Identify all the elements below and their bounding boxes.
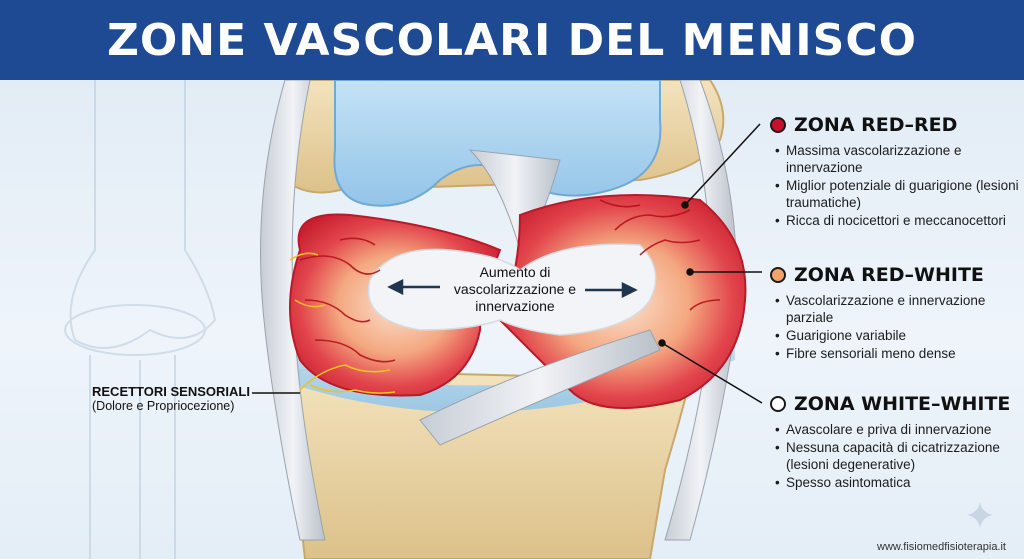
zone-list: Vascolarizzazione e innervazione parzial… bbox=[770, 292, 1020, 362]
blood-vessels bbox=[299, 199, 721, 363]
zone-header: ZONA RED–WHITE bbox=[770, 264, 1020, 286]
list-item: Guarigione variabile bbox=[775, 327, 1020, 344]
zone-title: ZONA WHITE–WHITE bbox=[794, 393, 1011, 415]
receptors-subtitle: (Dolore e Propriocezione) bbox=[92, 399, 235, 413]
zone-title: ZONA RED–RED bbox=[794, 114, 958, 136]
white-white-zone bbox=[367, 243, 657, 336]
sensory-nerves bbox=[289, 252, 396, 394]
center-arrows bbox=[387, 278, 638, 299]
list-item: Ricca di nocicettori e meccanocettori bbox=[775, 212, 1020, 229]
page-title: ZONE VASCOLARI DEL MENISCO bbox=[106, 14, 918, 66]
knee-illustration bbox=[64, 80, 763, 559]
list-item: Avascolare e priva di innervazione bbox=[775, 421, 1020, 438]
zone-red-white: ZONA RED–WHITE Vascolarizzazione e inner… bbox=[770, 264, 1020, 363]
zone-red-red: ZONA RED–RED Massima vascolarizzazione e… bbox=[770, 114, 1020, 230]
center-label: Aumento di vascolarizzazione e innervazi… bbox=[453, 264, 577, 314]
title-banner: ZONE VASCOLARI DEL MENISCO bbox=[0, 0, 1024, 80]
zone-list: Massima vascolarizzazione e innervazione… bbox=[770, 142, 1020, 229]
list-item: Fibre sensoriali meno dense bbox=[775, 345, 1020, 362]
salmon-dot-icon bbox=[770, 267, 786, 283]
receptors-title: RECETTORI SENSORIALI bbox=[92, 384, 250, 399]
transverse-ligament bbox=[419, 329, 661, 446]
zone-white-white: ZONA WHITE–WHITE Avascolare e priva di i… bbox=[770, 393, 1020, 492]
list-item: Vascolarizzazione e innervazione parzial… bbox=[775, 292, 1020, 326]
zone-header: ZONA WHITE–WHITE bbox=[770, 393, 1020, 415]
receptors-label: RECETTORI SENSORIALI (Dolore e Proprioce… bbox=[92, 384, 292, 413]
sparkle-icon bbox=[967, 502, 993, 528]
list-item: Miglior potenziale di guarigione (lesion… bbox=[775, 177, 1020, 211]
zone-header: ZONA RED–RED bbox=[770, 114, 1020, 136]
zone-list: Avascolare e priva di innervazione Nessu… bbox=[770, 421, 1020, 491]
list-item: Spesso asintomatica bbox=[775, 474, 1020, 491]
background-skeleton bbox=[64, 80, 217, 559]
red-dot-icon bbox=[770, 117, 786, 133]
list-item: Massima vascolarizzazione e innervazione bbox=[775, 142, 1020, 176]
zone-title: ZONA RED–WHITE bbox=[794, 264, 984, 286]
list-item: Nessuna capacità di cicatrizzazione (les… bbox=[775, 439, 1020, 473]
website-credit: www.fisiomedfisioterapia.it bbox=[877, 541, 1006, 553]
leader-lines bbox=[252, 123, 763, 404]
white-dot-icon bbox=[770, 396, 786, 412]
